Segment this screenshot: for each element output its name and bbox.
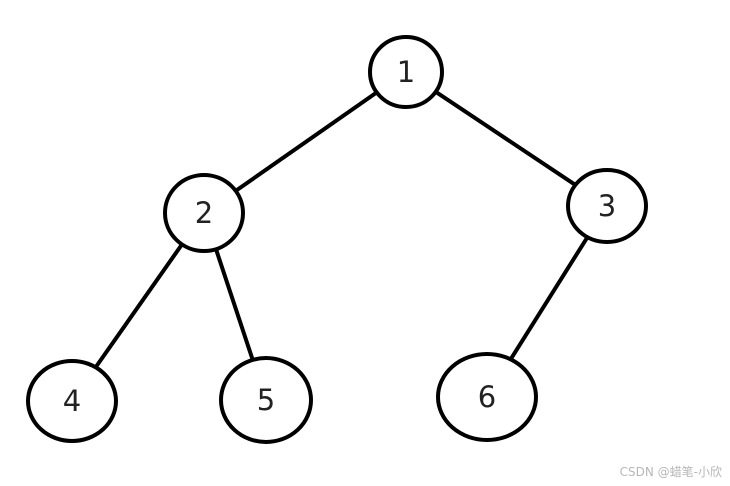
node-circle [219, 356, 313, 444]
edge-n2-n5 [213, 247, 255, 362]
node-circle [368, 35, 444, 109]
edge-n2-n4 [93, 242, 184, 370]
tree-node-2: 2 [163, 173, 245, 253]
node-circle [163, 173, 245, 253]
tree-node-3: 3 [566, 168, 648, 244]
tree-node-4: 4 [26, 359, 118, 443]
tree-nodes: 1 2 3 4 5 6 [26, 35, 648, 444]
node-circle [26, 359, 118, 443]
edge-n1-n3 [433, 89, 578, 187]
tree-edges [93, 89, 590, 370]
tree-node-6: 6 [436, 352, 538, 442]
watermark: CSDN @蜡笔-小欣 [619, 465, 722, 479]
tree-node-5: 5 [219, 356, 313, 444]
node-label: 4 [63, 384, 81, 418]
node-circle [566, 168, 648, 244]
node-label: 2 [195, 196, 213, 230]
node-label: 5 [257, 383, 275, 417]
node-label: 3 [598, 189, 616, 223]
node-label: 6 [478, 380, 496, 414]
node-label: 1 [397, 55, 415, 89]
node-circle [436, 352, 538, 442]
edge-n3-n6 [508, 235, 590, 362]
tree-node-1: 1 [368, 35, 444, 109]
edge-n1-n2 [233, 90, 379, 193]
